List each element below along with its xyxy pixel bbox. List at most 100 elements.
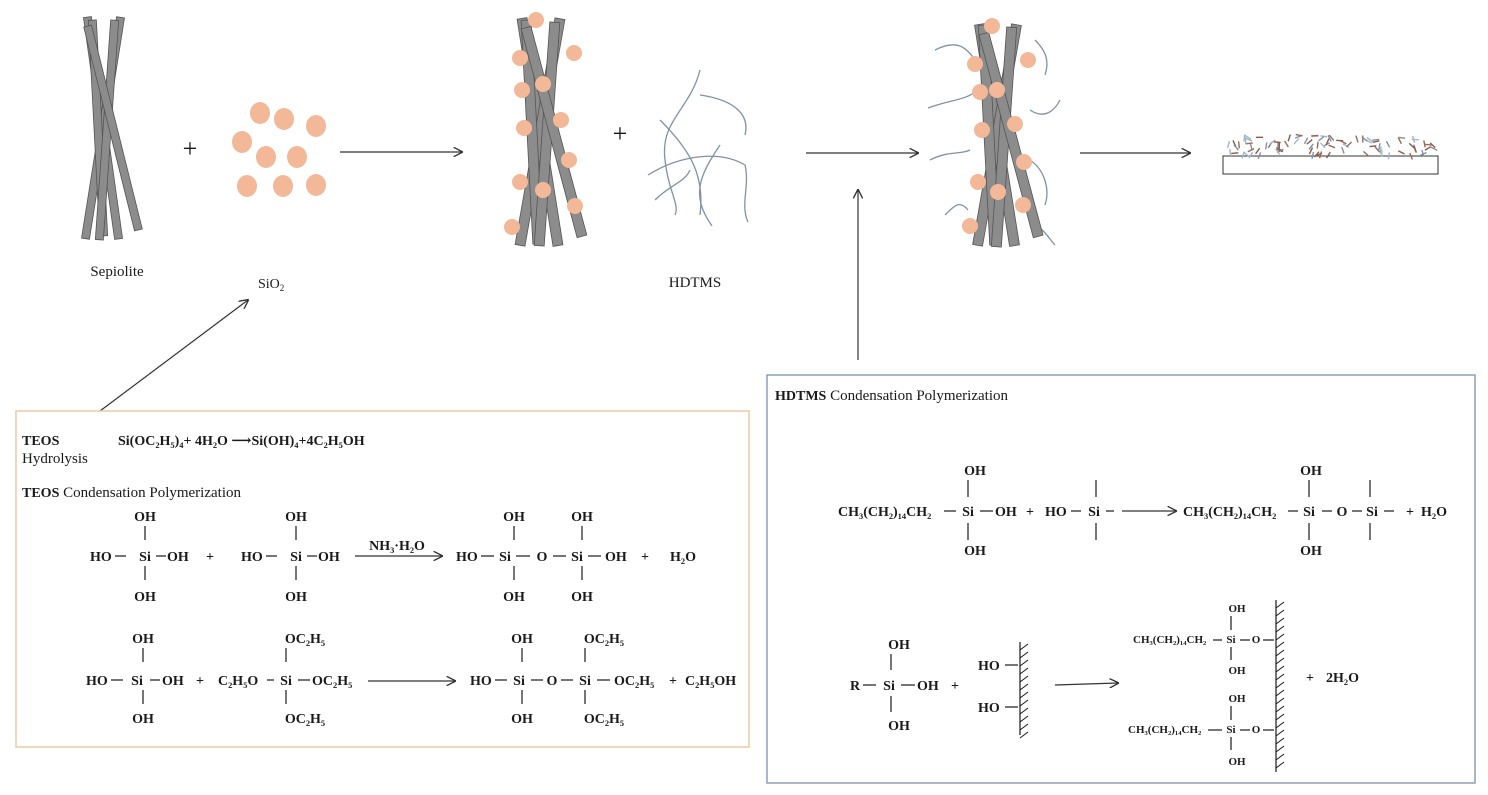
svg-text:Si: Si [1088, 505, 1100, 520]
svg-text:HO: HO [1045, 505, 1067, 520]
svg-text:+: + [1026, 505, 1034, 520]
hdtms-label: HDTMS [669, 275, 722, 291]
teos-hydrolysis-equation: Si(OC₂H₅)₄+ 4H₂O ⟶Si(OH)₄+4C₂H₅OH [118, 434, 365, 449]
svg-text:OH: OH [917, 679, 939, 694]
svg-text:C₂H₅OH: C₂H₅OH [685, 674, 736, 689]
svg-text:OC₂H₅: OC₂H₅ [614, 674, 654, 689]
teos-condensation-row-2: OH HO Si OH OH + OC₂H₅ C₂H₅O Si OC₂H₅ OC… [86, 632, 736, 727]
svg-text:HO: HO [241, 550, 263, 565]
svg-text:OH: OH [511, 632, 533, 647]
hdtms-condensation-title: HDTMS Condensation Polymerization [775, 388, 1008, 404]
svg-text:OH: OH [888, 719, 910, 734]
sio2-label: SiO2 [258, 277, 284, 293]
hdtms-condensation-row-1: CH₃(CH₂)₁₄CH₂ Si OH OH OH + HO Si CH₃(CH… [838, 464, 1447, 559]
svg-text:H₂O: H₂O [670, 550, 696, 565]
svg-text:OH: OH [511, 712, 533, 727]
arrow-teos-box-up [99, 300, 248, 412]
svg-text:OH: OH [888, 638, 910, 653]
svg-text:H₂O: H₂O [1421, 505, 1447, 520]
svg-text:C₂H₅O: C₂H₅O [218, 674, 258, 689]
plus-sign-1: + [183, 134, 198, 163]
svg-text:Si: Si [290, 550, 302, 565]
svg-text:OH: OH [285, 510, 307, 525]
svg-text:NH₃·H₂O: NH₃·H₂O [369, 539, 425, 554]
svg-text:Si: Si [499, 550, 511, 565]
svg-text:OH: OH [318, 550, 340, 565]
modified-composite [927, 18, 1061, 248]
svg-text:OH: OH [1228, 665, 1246, 677]
svg-text:OH: OH [132, 712, 154, 727]
teos-hydrolysis-title-2: Hydrolysis [22, 451, 88, 467]
svg-text:HO: HO [90, 550, 112, 565]
svg-text:Si: Si [579, 674, 591, 689]
svg-text:Si: Si [883, 679, 895, 694]
svg-text:O: O [1252, 634, 1261, 646]
svg-text:+: + [669, 674, 677, 689]
sepiolite-sio2-composite [504, 12, 588, 247]
svg-text:OH: OH [1228, 756, 1246, 768]
svg-text:OH: OH [995, 505, 1017, 520]
svg-text:OH: OH [503, 590, 525, 605]
teos-condensation-title: TEOS Condensation Polymerization [22, 485, 242, 501]
svg-text:OC₂H₅: OC₂H₅ [285, 632, 325, 647]
svg-text:HO: HO [470, 674, 492, 689]
svg-text:+: + [1406, 505, 1414, 520]
svg-text:OH: OH [503, 510, 525, 525]
svg-text:OH: OH [1228, 603, 1246, 615]
svg-text:O: O [547, 674, 558, 689]
svg-text:Si: Si [1303, 505, 1315, 520]
svg-text:OC₂H₅: OC₂H₅ [584, 712, 624, 727]
svg-text:OH: OH [134, 590, 156, 605]
svg-text:OH: OH [1228, 693, 1246, 705]
svg-text:+: + [1306, 671, 1314, 686]
svg-text:Si: Si [962, 505, 974, 520]
svg-text:Si: Si [571, 550, 583, 565]
svg-text:OH: OH [1300, 464, 1322, 479]
svg-text:CH₃(CH₂)₁₄CH₂: CH₃(CH₂)₁₄CH₂ [1128, 724, 1202, 736]
svg-text:OH: OH [167, 550, 189, 565]
svg-text:OH: OH [964, 544, 986, 559]
svg-text:R: R [850, 679, 861, 694]
svg-text:OH: OH [285, 590, 307, 605]
svg-text:Si: Si [513, 674, 525, 689]
svg-text:Si: Si [131, 674, 143, 689]
svg-text:HO: HO [456, 550, 478, 565]
svg-text:OC₂H₅: OC₂H₅ [312, 674, 352, 689]
teos-hydrolysis-title-1: TEOS [22, 434, 60, 449]
svg-text:HO: HO [86, 674, 108, 689]
svg-text:OH: OH [605, 550, 627, 565]
coated-substrate [1222, 133, 1439, 175]
svg-text:Si: Si [1366, 505, 1378, 520]
svg-text:+: + [951, 679, 959, 694]
svg-text:OH: OH [571, 510, 593, 525]
svg-text:Si: Si [139, 550, 151, 565]
svg-text:CH₃(CH₂)₁₄CH₂: CH₃(CH₂)₁₄CH₂ [1133, 634, 1207, 646]
svg-text:+: + [206, 550, 214, 565]
hdtms-reaction-box [766, 374, 1476, 784]
svg-text:HO: HO [978, 701, 1000, 716]
plus-sign-2: + [613, 119, 628, 148]
teos-condensation-row-1: OH HO Si OH OH + OH HO Si OH OH NH₃·H₂O … [90, 510, 696, 605]
svg-text:+: + [641, 550, 649, 565]
svg-text:OH: OH [132, 632, 154, 647]
svg-text:O: O [1252, 724, 1261, 736]
svg-text:CH₃(CH₂)₁₄CH₂: CH₃(CH₂)₁₄CH₂ [1183, 505, 1276, 520]
svg-text:2H₂O: 2H₂O [1326, 671, 1359, 686]
hdtms-condensation-row-2: OH R Si OH OH + HO HO CH₃(CH₂)₁₄CH₂ Si O… [850, 600, 1359, 772]
svg-text:O: O [537, 550, 548, 565]
svg-text:OH: OH [1300, 544, 1322, 559]
svg-text:OC₂H₅: OC₂H₅ [285, 712, 325, 727]
svg-text:OH: OH [134, 510, 156, 525]
svg-text:HO: HO [978, 659, 1000, 674]
svg-text:OC₂H₅: OC₂H₅ [584, 632, 624, 647]
teos-reaction-box [15, 410, 750, 748]
sepiolite-label: Sepiolite [90, 264, 144, 280]
svg-text:OH: OH [571, 590, 593, 605]
hdtms-chains [647, 69, 749, 227]
svg-text:CH₃(CH₂)₁₄CH₂: CH₃(CH₂)₁₄CH₂ [838, 505, 931, 520]
sio2-particles [232, 102, 326, 197]
svg-text:+: + [196, 674, 204, 689]
svg-text:OH: OH [964, 464, 986, 479]
svg-text:Si: Si [1226, 634, 1235, 646]
